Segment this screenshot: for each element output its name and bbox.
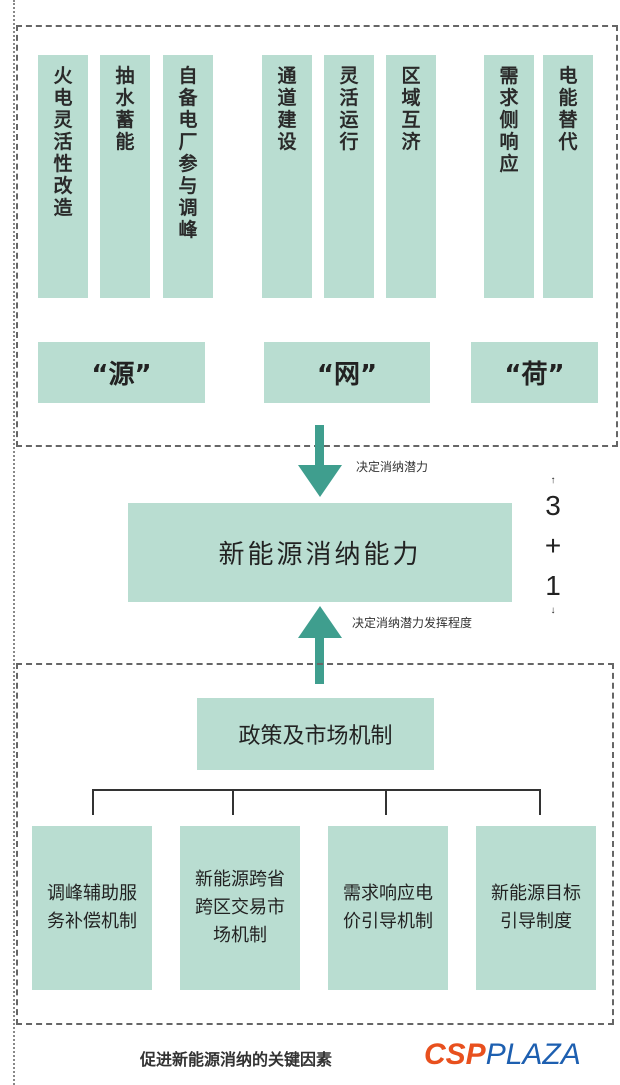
mechanism-box-1: 调峰辅助服务补偿机制 [32,826,152,990]
column-source-1: 火电灵活性改造 [38,55,88,298]
top-arrow-note: 决定消纳潜力 [356,460,429,474]
policy-frame [16,663,614,1025]
label-source: “源” [38,342,205,403]
mechanism-box-3: 需求响应电价引导机制 [328,826,448,990]
bracket-tick [232,789,234,815]
label-grid: “网” [264,342,430,403]
center-box: 新能源消纳能力 [128,503,512,602]
bracket-line [92,789,541,791]
label-load: “荷” [471,342,598,403]
formula-one: 1 [545,570,561,601]
arrow-down-icon [298,425,342,497]
column-source-2: 抽水蓄能 [100,55,150,298]
column-text: 通道建设 [277,65,297,153]
column-grid-3: 区域互济 [386,55,436,298]
policy-box: 政策及市场机制 [197,698,434,770]
formula-plus: + [544,530,562,561]
column-load-1: 需求侧响应 [484,55,534,298]
mechanism-box-4: 新能源目标引导制度 [476,826,596,990]
logo-plaza: PLAZA [485,1038,581,1071]
column-text: 火电灵活性改造 [53,65,73,219]
mechanism-box-2: 新能源跨省跨区交易市场机制 [180,826,300,990]
column-text: 区域互济 [401,65,421,153]
csp-plaza-logo: CSPPLAZA [424,1038,581,1072]
bracket-tick [92,789,94,815]
arrow-up-icon [298,606,342,684]
column-text: 电能替代 [558,65,578,153]
column-text: 需求侧响应 [499,65,519,175]
column-text: 自备电厂参与调峰 [178,65,198,241]
caption: 促进新能源消纳的关键因素 [140,1050,333,1069]
column-grid-1: 通道建设 [262,55,312,298]
bracket-tick [539,789,541,815]
column-load-2: 电能替代 [543,55,593,298]
column-grid-2: 灵活运行 [324,55,374,298]
page-border [13,0,15,1085]
bracket-tick [385,789,387,815]
logo-csp: CSP [424,1038,486,1071]
column-text: 灵活运行 [339,65,359,153]
column-source-3: 自备电厂参与调峰 [163,55,213,298]
formula-three: 3 [545,490,561,521]
bottom-arrow-note: 决定消纳潜力发挥程度 [352,616,473,630]
formula-3-plus-1: ↑ 3 + 1 ↓ [540,476,566,616]
column-text: 抽水蓄能 [115,65,135,153]
